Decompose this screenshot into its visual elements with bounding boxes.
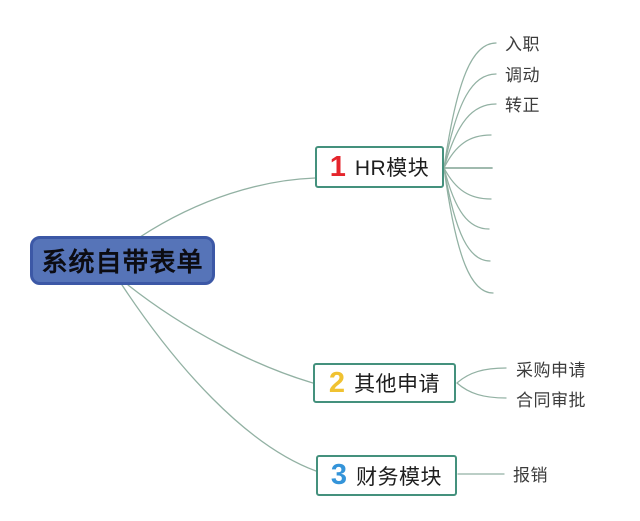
branch-label: 财务模块 [356, 465, 443, 489]
edge-curve [443, 42, 497, 169]
edge-curve [443, 167, 490, 230]
branch-number: 2 [328, 366, 346, 399]
root-node[interactable]: 系统自带表单 [30, 236, 215, 285]
edge-curve [121, 284, 317, 472]
branch-number: 1 [329, 150, 346, 183]
edge-curve [443, 167, 494, 294]
edge-curve [443, 103, 497, 169]
edge-curve [127, 284, 314, 384]
branch-node-hr[interactable]: 1 HR模块 [315, 146, 444, 188]
edge-curve [139, 177, 316, 238]
edge-curve [443, 134, 492, 169]
root-node-label: 系统自带表单 [41, 247, 204, 277]
branch-node-finance[interactable]: 3 财务模块 [316, 455, 457, 496]
leaf-node-label[interactable]: 合同审批 [516, 391, 586, 410]
branch-label: 其他申请 [354, 373, 441, 396]
leaf-node-label[interactable]: 报销 [513, 466, 548, 485]
branch-node-other-requests[interactable]: 2 其他申请 [313, 363, 456, 403]
branch-number: 3 [330, 459, 348, 491]
leaf-node-label[interactable]: 调动 [505, 66, 540, 85]
edge-curve [443, 167, 492, 200]
branch-label: HR模块 [354, 157, 430, 180]
leaf-node-label[interactable]: 入职 [505, 35, 540, 54]
edge-curve [456, 367, 507, 384]
leaf-node-label[interactable]: 采购申请 [516, 361, 586, 380]
edge-curve [456, 382, 507, 399]
leaf-node-label[interactable]: 转正 [505, 96, 540, 115]
edge-curve [443, 73, 497, 169]
edge-curve [443, 167, 491, 262]
